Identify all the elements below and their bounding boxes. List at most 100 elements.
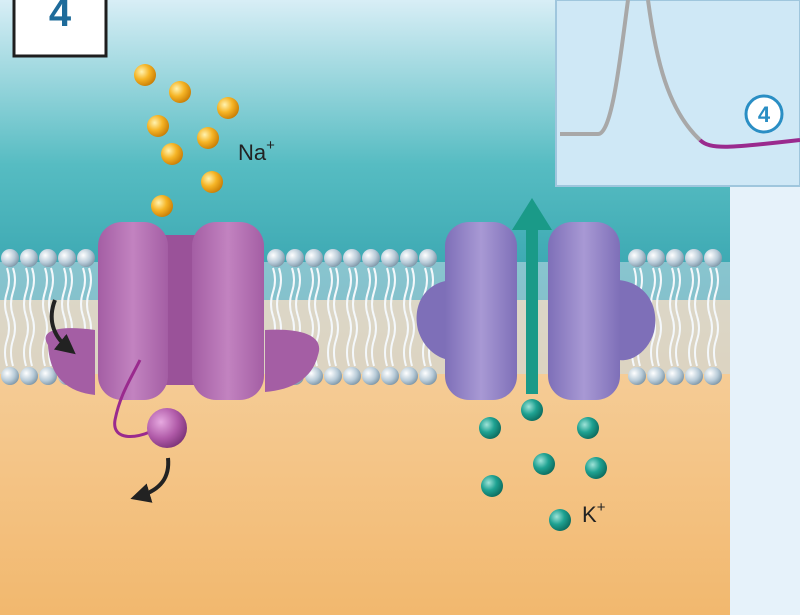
lipid-tail [327,315,333,367]
lipid-tail [80,267,86,317]
potassium-channel-subunit-right [548,222,620,400]
lipid-tail [384,315,390,367]
phospholipid-head [685,367,703,385]
lipid-tail [308,267,314,317]
potassium-channel-right-lobe [618,280,656,361]
lipid-tail [352,315,358,367]
lipid-tail [23,315,29,367]
lipid-tail [688,315,694,367]
phospholipid-head [77,249,95,267]
phospholipid-head [1,367,19,385]
sodium-ion [161,143,183,165]
phospholipid-head [20,367,38,385]
repolarization-segment [698,138,800,149]
lipid-tail [61,267,67,317]
step-box-frame [12,0,108,58]
lipid-tail [371,315,377,367]
phospholipid-heads-inner [1,367,722,385]
phospholipid-head [647,249,665,267]
step-number: 4 [49,0,72,35]
lipid-tail [384,267,390,317]
stage-marker-circle [744,94,784,134]
inactivation-gate-ball [147,408,187,448]
lipid-tail [333,315,339,367]
lipid-tail [270,267,276,317]
lipid-tail [688,267,694,317]
sodium-ions [134,64,239,217]
phospholipid-head [305,249,323,267]
curved-arrow-icon [49,299,76,355]
lipid-tail [48,267,54,317]
phospholipid-head [362,367,380,385]
lipid-tail [10,315,16,367]
phospholipid-head [39,367,57,385]
sodium-channel-subunit-right [192,222,264,400]
phospholipid-head [324,367,342,385]
lipid-tail [314,267,320,317]
lipid-tail [656,267,662,317]
sodium-ion [151,195,173,217]
lipid-tail [42,315,48,367]
lipid-tail [409,267,415,317]
potassium-channel-left-lobe [416,280,452,360]
lipid-tail [669,315,675,367]
sodium-channel-subunit-left [98,222,168,400]
lipid-tail [295,267,301,317]
lipid-tail [707,267,713,317]
potassium-ion [479,417,501,439]
lipid-tail [67,267,73,317]
phospholipid-head [362,249,380,267]
lipid-tail [713,315,719,367]
sodium-ion [134,64,156,86]
sodium-channel [45,222,320,503]
up-arrow-icon [512,198,552,394]
lipid-tail [656,315,662,367]
phospholipid-head [324,249,342,267]
phospholipid-head [704,367,722,385]
lipid-tail [365,267,371,317]
potassium-channel-subunit-left [445,222,517,400]
potassium-ion [533,453,555,475]
lipid-tail [694,267,700,317]
lipid-tail [694,315,700,367]
lipid-tail [713,267,719,317]
phospholipid-head [419,367,437,385]
lipid-tail [346,315,352,367]
phospholipid-head [343,367,361,385]
lipid-tail [403,267,409,317]
phospholipid-head [381,367,399,385]
lipid-tail [365,315,371,367]
lipid-tail [390,315,396,367]
phospholipid-head [628,249,646,267]
phospholipid-head [704,249,722,267]
lipid-tail [4,315,10,367]
phospholipid-head [286,249,304,267]
potassium-ion [481,475,503,497]
phospholipid-head [647,367,665,385]
phospholipid-head [400,249,418,267]
phospholipid-head [666,367,684,385]
phospholipid-head [419,249,437,267]
lipid-tail [409,315,415,367]
sodium-channel-right-lobe [265,329,320,392]
lipid-tail [276,267,282,317]
potassium-ion [577,417,599,439]
lipid-tail [23,267,29,317]
lipid-tail [675,267,681,317]
sodium-ion [147,115,169,137]
phospholipid-head [666,249,684,267]
phospholipid-head [267,249,285,267]
phospholipid-head [685,249,703,267]
inset-graph: 4 [555,0,800,187]
phospholipid-head [20,249,38,267]
lipid-tail [289,267,295,317]
phospholipid-heads-outer [1,249,722,267]
potassium-ion-label: K+ [582,499,606,527]
sodium-ion [217,97,239,119]
lipid-tail [390,267,396,317]
action-potential-curve [560,0,702,142]
lipid-tail [42,267,48,317]
lipid-tail [669,267,675,317]
